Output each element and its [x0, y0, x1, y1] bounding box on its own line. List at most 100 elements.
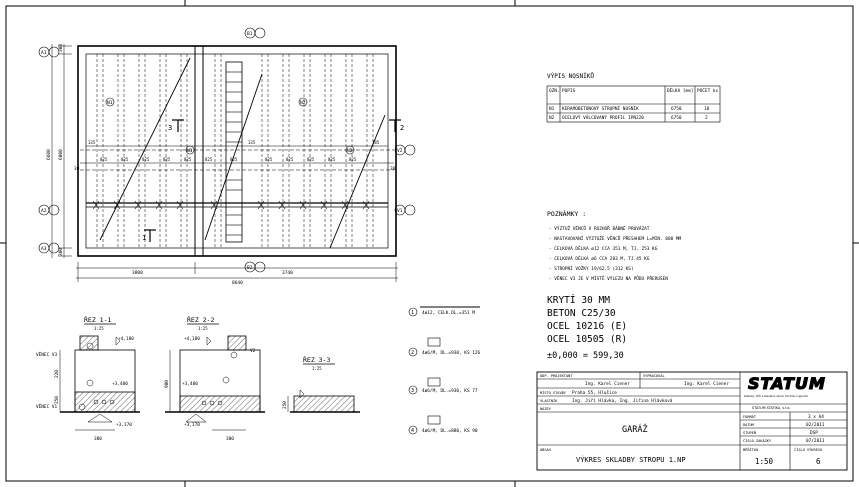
section-1-1: ŘEZ 1-1 1:25 +4,180 +3,400 +3,170 380 25…	[36, 315, 140, 442]
beam-mark-2: N2	[300, 100, 306, 106]
axis-a3: A3	[41, 246, 47, 252]
note-2: - NASTAVOVANÍ VÝZTUŽE VĚNCŮ PŘESAHEM L=M…	[549, 234, 682, 242]
legend-text-1: 4ø12, CELK.DL.=351 M	[422, 310, 475, 316]
tb-designer-1: Ing. Karel Ciener	[585, 381, 630, 387]
spacing-label: 825	[265, 157, 273, 162]
tb-cislo: 6	[816, 457, 821, 466]
legend-text-2: 4ø6/M, DL.=930, KS 126	[422, 350, 481, 356]
section-1-1-dim1: 380	[94, 436, 102, 442]
dim-left-small: 30	[74, 166, 80, 172]
section-1-1-lvl2: +3,400	[112, 381, 128, 387]
section-mark-3: 3	[168, 124, 172, 132]
spec-cover: KRYTÍ 30 MM	[547, 294, 610, 306]
section-3-3-title: ŘEZ 3-3	[303, 355, 330, 364]
beam-table-r2-ozn: N2	[549, 115, 555, 121]
dim-bottom-a: 3800	[132, 270, 143, 276]
rebar-legend: 1 2 3 4 4ø12, CELK.DL.=351 M 4ø6/M, DL.=…	[408, 306, 481, 435]
spacing-label: 135	[88, 140, 96, 145]
beam-table-r1-pocet: 18	[704, 106, 710, 112]
tb-vyprac-label: VYPRACOVAL	[643, 374, 665, 378]
section-1-1-scale: 1:25	[94, 326, 104, 331]
spacing-label: 825	[121, 157, 129, 162]
axis-v1: V1	[397, 208, 403, 214]
spacing-label: 185	[372, 140, 380, 145]
note-1: - VÝZTUŽ VĚNCŮ V ROZHOŘ BÁBNÉ PROVÁZAT	[549, 224, 650, 232]
note-5: - STROPNÍ VOŽKY 19/62,5 (312 KS)	[549, 264, 634, 272]
legend-num-4: 4	[411, 428, 414, 434]
legend-num-3: 3	[411, 388, 414, 394]
spacing-label: 825	[205, 157, 213, 162]
plan-labels: 300 6000 6600 300 3800 3740 8640 30 30 A…	[41, 31, 404, 286]
beam-table-r2-pocet: 2	[705, 115, 708, 121]
beam-table	[546, 85, 721, 123]
tb-misto: Praha 55, Hlušice	[572, 389, 617, 396]
material-spec: KRYTÍ 30 MM BETON C25/30 OCEL 10216 (E) …	[547, 294, 627, 361]
tb-vlastnik: Ing. Jiří Hlávka, Ing. Jiřina Hlávková	[572, 397, 673, 404]
section-1-1-title: ŘEZ 1-1	[84, 315, 111, 324]
axis-a1: A1	[41, 50, 47, 56]
section-2-2-lvl2: +3,400	[182, 381, 198, 387]
dim-right-small: 30	[390, 166, 396, 172]
spacing-label: 825	[307, 157, 315, 162]
beam-table-h-pocet: POČET ks	[697, 87, 719, 94]
legend-num-2: 2	[411, 350, 414, 356]
spec-level: ±0,000 = 599,30	[547, 351, 624, 361]
tb-meritko: 1:50	[755, 457, 774, 466]
tb-zakazka-label: ČÍSLO ZAKÁZKY	[743, 438, 772, 443]
tb-odp-label: ODP. PROJEKTANT	[540, 374, 573, 378]
tb-nazev: GARÁŽ	[622, 423, 648, 435]
dim-left-mid: 6000	[58, 149, 64, 160]
legend-num-1: 1	[411, 310, 414, 316]
tb-cislo-label: ČÍSLO VÝKRESU	[794, 447, 822, 452]
tb-meritko-label: MĚŘÍTKO	[743, 447, 758, 452]
section-2-2-lvl1: +4,180	[184, 336, 200, 342]
axis-a2: A2	[41, 208, 47, 214]
tb-format-value: 3 x A4	[808, 414, 824, 420]
tb-stupen-label: STUPEŇ	[743, 430, 756, 435]
section-3-3: ŘEZ 3-3 1:25 250	[282, 355, 360, 413]
spacing-label: 825	[328, 157, 336, 162]
beam-table-r2-delka: 6750	[671, 115, 682, 121]
beam-table-r1-delka: 6750	[671, 106, 682, 112]
label-v2: V2	[250, 348, 256, 354]
section-1-1-dim3: 220	[54, 370, 60, 378]
label-venec-v1: VĚNEC V1	[36, 402, 58, 410]
tb-format-label: FORMÁT	[743, 414, 757, 419]
spacing-label: 825	[230, 157, 238, 162]
section-1-1-dim2: 250	[54, 396, 60, 404]
tb-vlastnik-label: VLASTNÍK	[540, 398, 558, 403]
spacing-label: 825	[163, 157, 171, 162]
beam-mark-4: N2	[347, 148, 353, 154]
section-3-3-scale: 1:25	[312, 366, 322, 371]
legend-text-3: 4ø6/M, DL.=930, KS 77	[422, 388, 478, 394]
beam-table-r1-popis: KERAMOBETONOVÝ STROPNÍ NOSNÍK	[562, 104, 639, 112]
section-mark-1: 1	[142, 234, 146, 242]
company-logo: STATUM statický, dílčí a stavební návrh,…	[744, 373, 825, 410]
tb-obsah: VÝKRES SKLADBY STROPU 1.NP	[576, 455, 686, 464]
axis-b1: B1	[247, 31, 253, 37]
dim-bottom-b: 3740	[282, 270, 293, 276]
dim-left-bot: 300	[58, 248, 64, 256]
dim-left-all: 6600	[46, 149, 52, 160]
beam-table-h-ozn: OZN.	[549, 88, 560, 94]
beam-table-r1-ozn: N1	[549, 106, 555, 112]
spacing-label: 825	[142, 157, 150, 162]
beam-table-title: VÝPIS NOSNÍKŮ	[547, 72, 594, 80]
section-2-2-scale: 1:25	[198, 326, 208, 331]
section-2-2-lvl3: +3,170	[184, 422, 200, 428]
label-venec-v3: VĚNEC V3	[36, 350, 58, 358]
spacing-label: 825	[184, 157, 192, 162]
tb-zakazka-value: 07/2011	[806, 438, 825, 444]
tb-datum-value: 02/2011	[806, 422, 825, 428]
section-2-2: ŘEZ 2-2 1:25 +4,180 +3,400 +3,170 300 90…	[164, 315, 265, 442]
tb-misto-label: MÍSTO STAVBY	[540, 390, 567, 395]
spacing-label: 135	[248, 140, 256, 145]
beam-table-h-delka: DÉLKA [mm]	[667, 86, 693, 94]
spec-steel-2: OCEL 10505 (R)	[547, 334, 627, 345]
beam-table-h-popis: POPIS	[562, 88, 576, 94]
section-2-2-dim2: 900	[164, 380, 170, 388]
beam-mark-1: N1	[107, 100, 113, 106]
tb-datum-label: DATUM	[743, 423, 755, 427]
